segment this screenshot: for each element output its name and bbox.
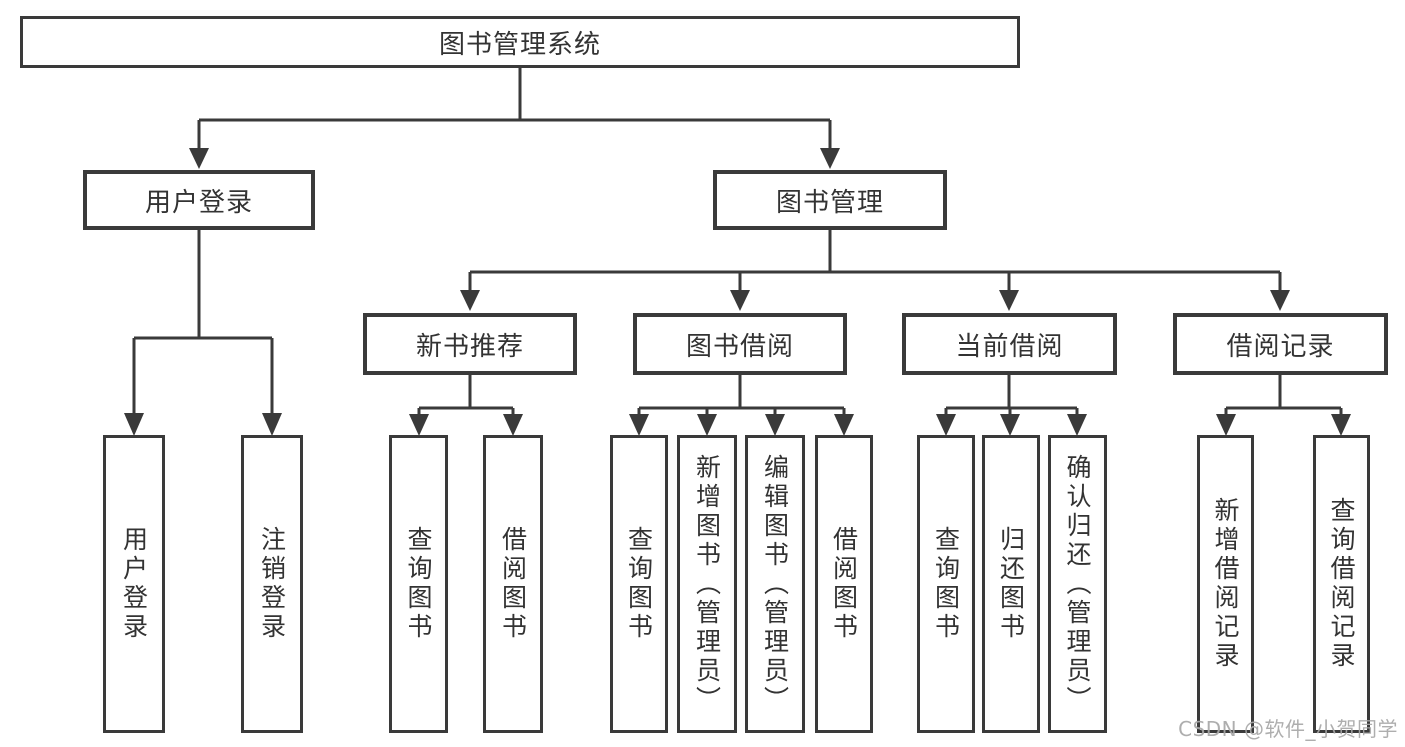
node-new-book-recommend: 新书推荐 <box>363 313 577 375</box>
arrow-down-icon <box>999 290 1019 311</box>
leaf-borrow-book: 借阅图书 <box>815 435 873 733</box>
arrow-down-icon <box>1000 414 1020 436</box>
node-label: 编辑图书（管理员） <box>760 453 790 715</box>
connector-currentborrow-to-leaves <box>936 375 1087 436</box>
arrow-down-icon <box>262 413 282 436</box>
leaf-confirm-return-admin: 确认归还（管理员） <box>1048 435 1107 733</box>
arrow-down-icon <box>1270 290 1290 311</box>
node-label: 查询图书 <box>931 526 961 642</box>
node-label: 图书管理系统 <box>438 29 601 60</box>
leaf-add-book-admin: 新增图书（管理员） <box>677 435 737 733</box>
node-label: 查询借阅记录 <box>1327 497 1356 671</box>
node-label: 新增借阅记录 <box>1211 497 1240 671</box>
node-label: 图书管理 <box>775 187 884 218</box>
connector-borrowrecord-to-leaves <box>1216 375 1351 436</box>
leaf-query-book-recommend: 查询图书 <box>389 435 448 733</box>
arrow-down-icon <box>124 413 144 436</box>
leaf-query-book-current: 查询图书 <box>917 435 975 733</box>
watermark: CSDN @软件_小贺同学 <box>1178 717 1398 741</box>
connector-bookborrow-to-leaves <box>629 375 854 436</box>
leaf-borrow-book-recommend: 借阅图书 <box>483 435 543 733</box>
node-label: 确认归还（管理员） <box>1063 453 1092 715</box>
arrow-down-icon <box>765 414 785 436</box>
node-label: 用户登录 <box>144 187 253 218</box>
arrow-down-icon <box>834 414 854 436</box>
arrow-down-icon <box>189 148 209 169</box>
arrow-down-icon <box>697 414 717 436</box>
node-label: 借阅记录 <box>1226 331 1335 362</box>
arrow-down-icon <box>1067 414 1087 436</box>
leaf-edit-book-admin: 编辑图书（管理员） <box>745 435 805 733</box>
node-book-borrow: 图书借阅 <box>633 313 847 375</box>
node-root-system: 图书管理系统 <box>20 16 1020 68</box>
arrow-down-icon <box>730 290 750 311</box>
connector-userlogin-to-leaves <box>124 230 282 436</box>
arrow-down-icon <box>1216 414 1236 436</box>
node-label: 借阅图书 <box>498 526 528 642</box>
node-label: 用户登录 <box>119 526 149 642</box>
leaf-query-book-borrow: 查询图书 <box>610 435 668 733</box>
arrow-down-icon <box>629 414 649 436</box>
leaf-query-borrow-record: 查询借阅记录 <box>1313 435 1370 733</box>
connector-bookmgmt-to-level3 <box>460 230 1290 311</box>
connector-root-to-level2 <box>189 68 840 169</box>
node-label: 当前借阅 <box>955 331 1064 362</box>
leaf-add-borrow-record: 新增借阅记录 <box>1197 435 1254 733</box>
node-label: 查询图书 <box>404 526 433 642</box>
node-label: 新增图书（管理员） <box>692 453 722 715</box>
leaf-user-login: 用户登录 <box>103 435 165 733</box>
arrow-down-icon <box>1331 414 1351 436</box>
leaf-return-book: 归还图书 <box>982 435 1040 733</box>
node-book-management: 图书管理 <box>713 170 947 230</box>
node-current-borrow: 当前借阅 <box>902 313 1117 375</box>
node-label: 归还图书 <box>996 526 1026 642</box>
node-label: 注销登录 <box>257 526 287 642</box>
node-label: 新书推荐 <box>415 331 524 362</box>
leaf-logout: 注销登录 <box>241 435 303 733</box>
arrow-down-icon <box>409 414 429 436</box>
arrow-down-icon <box>936 414 956 436</box>
arrow-down-icon <box>460 290 480 311</box>
node-label: 查询图书 <box>624 526 654 642</box>
connector-newbook-to-leaves <box>409 375 523 436</box>
node-user-login: 用户登录 <box>83 170 315 230</box>
arrow-down-icon <box>503 414 523 436</box>
arrow-down-icon <box>820 148 840 169</box>
node-borrow-record: 借阅记录 <box>1173 313 1388 375</box>
node-label: 图书借阅 <box>685 331 794 362</box>
node-label: 借阅图书 <box>829 526 859 642</box>
